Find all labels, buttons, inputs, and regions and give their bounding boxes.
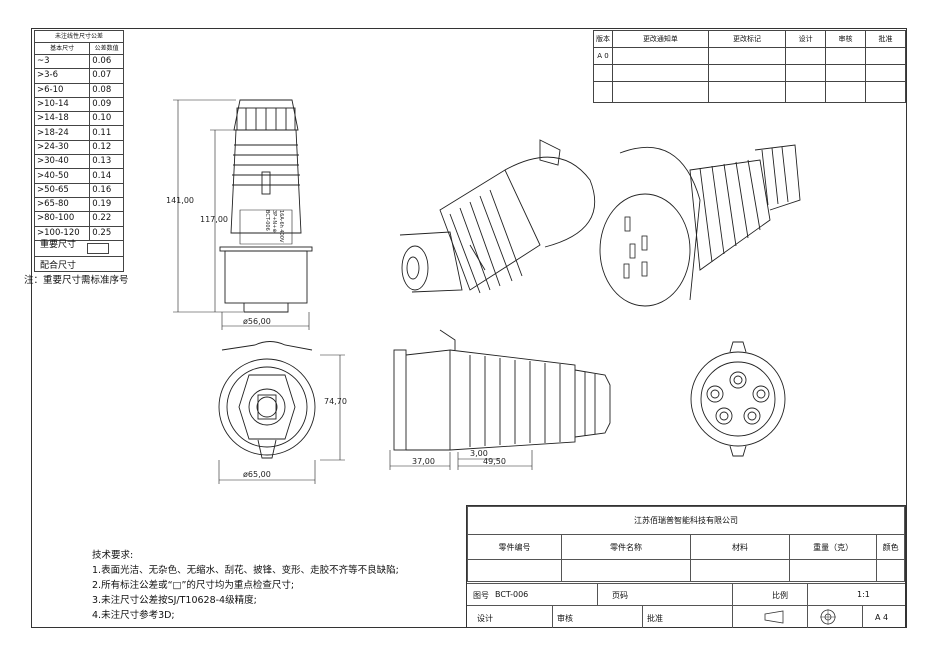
sheet-size: A 4 [875,613,889,622]
tolerance-size: >24-30 [33,139,91,156]
material-label: 材料 [690,534,790,560]
weight-label: 重量（克） [788,534,878,560]
drawing-no: BCT-006 [495,590,529,599]
page-label: 页码 [612,591,628,600]
front-view-back [218,341,316,459]
dim-side-d2: 3,00 [470,449,488,458]
projection-circle-icon [820,609,836,625]
tolerance-note: 注：重要尺寸需标准序号 [24,275,129,286]
key-dim-label: 重要尺寸 [39,239,76,250]
tolerance-value: 0.16 [89,182,124,198]
tech-requirement-item: 2.所有标注公差或“□”的尺寸均为重点检查尺寸; [92,580,295,591]
dim-diameter-side: ø56,00 [243,317,271,326]
technical-requirements: 技术要求: 1.表面光洁、无杂色、无缩水、刮花、披锋、变形、走胶不齐等不良缺陷;… [92,548,399,623]
color-label: 颜色 [876,534,905,560]
tolerance-size: >65-80 [33,196,91,213]
key-dim-box [87,242,109,254]
scale-label: 比例 [772,591,788,600]
tech-title: 技术要求: [92,550,134,561]
tolerance-size: >30-40 [33,154,91,170]
tech-requirement-item: 4.未注尺寸参考3D; [92,610,175,621]
plug-label-2: 3P+N+⊕ [271,210,277,233]
side-view-profile [393,329,611,451]
tolerance-size: >80-100 [33,211,91,227]
drawing-no-label: 图号 [473,591,489,600]
dim-side-d1: 37,00 [412,457,435,466]
tolerance-size: >100-120 [33,225,91,241]
title-block: 江苏佰瑞普智能科技有限公司 零件编号 零件名称 材料 重量（克） 颜色 图号 B… [466,505,906,628]
side-view [219,99,313,313]
tech-requirement-item: 1.表面光洁、无杂色、无缩水、刮花、披锋、变形、走胶不齐等不良缺陷; [92,565,399,576]
tolerance-size: >50-65 [33,182,91,198]
iso-view-front [599,144,801,307]
company-name: 江苏佰瑞普智能科技有限公司 [467,506,905,535]
dim-side-d3: 49,50 [483,457,506,466]
part-no-label: 零件编号 [467,534,562,560]
tolerance-size: >40-50 [33,168,91,184]
tolerance-value: 0.12 [89,139,124,156]
part-name-label: 零件名称 [561,534,691,560]
tech-requirement-item: 3.未注尺寸公差按SJ/T10628-4级精度; [92,595,257,606]
fit-dim-label: 配合尺寸 [39,260,76,271]
dim-body-height: 117,00 [200,215,228,224]
approve-label: 批准 [647,614,663,623]
tolerance-value: 0.13 [89,154,124,170]
tolerance-value: 0.19 [89,196,124,213]
tolerance-value: 0.11 [89,125,124,141]
design-label: 设计 [477,614,493,623]
plug-label-1: BCT-006 [264,210,270,231]
iso-view-back [399,139,596,294]
dim-overall-height: 141,00 [166,196,194,205]
front-view-pins [690,341,786,457]
tolerance-value: 0.14 [89,168,124,184]
projection-cone-icon [764,610,784,624]
tolerance-size: >18-24 [33,125,91,141]
review-label: 审核 [557,614,573,623]
dim-front-height: 74,70 [324,397,347,406]
scale-value: 1:1 [857,590,870,599]
dim-diameter-front: ø65,00 [243,470,271,479]
revision-table: 版本更改通知单更改标记设计审核批准 A 0 [593,30,906,103]
tolerance-value: 0.25 [89,225,124,241]
tolerance-value: 0.22 [89,211,124,227]
plug-label-3: 16A-6h 400V [278,210,284,243]
